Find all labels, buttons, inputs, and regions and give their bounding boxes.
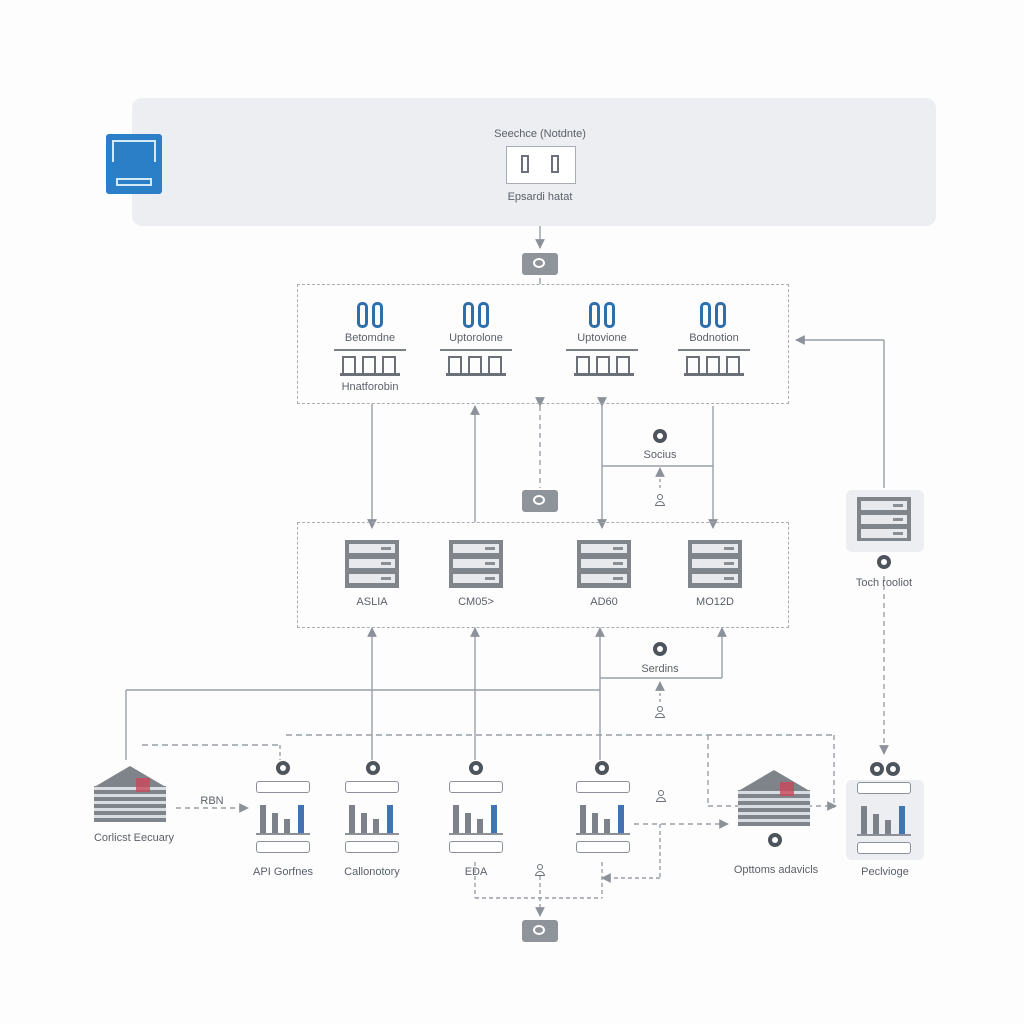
enterprise-building-icon[interactable] — [92, 766, 168, 824]
service-logo-icon — [463, 302, 489, 328]
service-label: Bodnotion — [689, 332, 739, 344]
service-label: Uptorolone — [449, 332, 503, 344]
service-columns-icon — [684, 356, 744, 376]
edge-label: RBN — [200, 795, 224, 807]
service-label: Uptovione — [577, 332, 627, 344]
user-icon — [535, 864, 545, 876]
database-rack-icon[interactable] — [688, 540, 742, 588]
user-icon — [655, 706, 665, 718]
hub-icon[interactable] — [522, 253, 558, 275]
options-building-icon[interactable] — [736, 770, 812, 828]
package-stack-icon[interactable] — [857, 782, 911, 862]
package-label: Peclvioge — [861, 866, 909, 878]
api-gateway-stack-icon[interactable] — [256, 781, 310, 861]
hub-icon[interactable] — [522, 920, 558, 942]
user-icon — [656, 790, 666, 802]
databases-group — [297, 522, 789, 628]
services-footer: Hnatforobin — [341, 381, 399, 393]
status-icon — [595, 761, 609, 775]
service-columns-icon — [340, 356, 400, 376]
user-icon — [655, 494, 665, 506]
mid-label-serdins: Serdins — [641, 663, 679, 675]
bottom-item-label: Callonotory — [344, 866, 400, 878]
database-label: ASLIA — [356, 596, 388, 608]
service-columns-icon — [574, 356, 634, 376]
database-label: AD60 — [590, 596, 618, 608]
status-icon — [877, 555, 891, 569]
database-rack-icon[interactable] — [577, 540, 631, 588]
database-label: CM05> — [458, 596, 494, 608]
bottom-item-label: EDA — [464, 866, 488, 878]
gateway-icon[interactable] — [106, 134, 162, 194]
service-label: Betomdne — [344, 332, 396, 344]
side-label: Toch rooliot — [855, 577, 913, 589]
header-title: Seechce (Notdnte) — [494, 128, 586, 140]
status-icon — [469, 761, 483, 775]
mid-label-socius: Socius — [643, 449, 677, 461]
status-icon — [653, 642, 667, 656]
services-group — [297, 284, 789, 404]
bottom-item-label: API Gorfnes — [253, 866, 313, 878]
service-logo-icon — [357, 302, 383, 328]
database-rack-icon[interactable] — [449, 540, 503, 588]
status-icon — [768, 833, 782, 847]
service-columns-icon — [446, 356, 506, 376]
status-icon — [276, 761, 290, 775]
side-rack-icon[interactable] — [857, 497, 911, 541]
database-label: MO12D — [696, 596, 734, 608]
service-logo-icon — [589, 302, 615, 328]
hub-icon[interactable] — [522, 490, 558, 512]
opttoms-label: Opttoms adavicls — [733, 864, 819, 876]
status-icon — [653, 429, 667, 443]
database-rack-icon[interactable] — [345, 540, 399, 588]
service-stack-icon[interactable] — [576, 781, 630, 861]
proxy-icon[interactable] — [506, 146, 576, 184]
eda-stack-icon[interactable] — [449, 781, 503, 861]
service-logo-icon — [700, 302, 726, 328]
header-subtitle: Epsardi hatat — [507, 191, 573, 203]
callonotory-stack-icon[interactable] — [345, 781, 399, 861]
status-icon — [870, 762, 884, 776]
status-icon — [886, 762, 900, 776]
status-icon — [366, 761, 380, 775]
corlicst-label: Corlicst Eecuary — [93, 832, 175, 844]
